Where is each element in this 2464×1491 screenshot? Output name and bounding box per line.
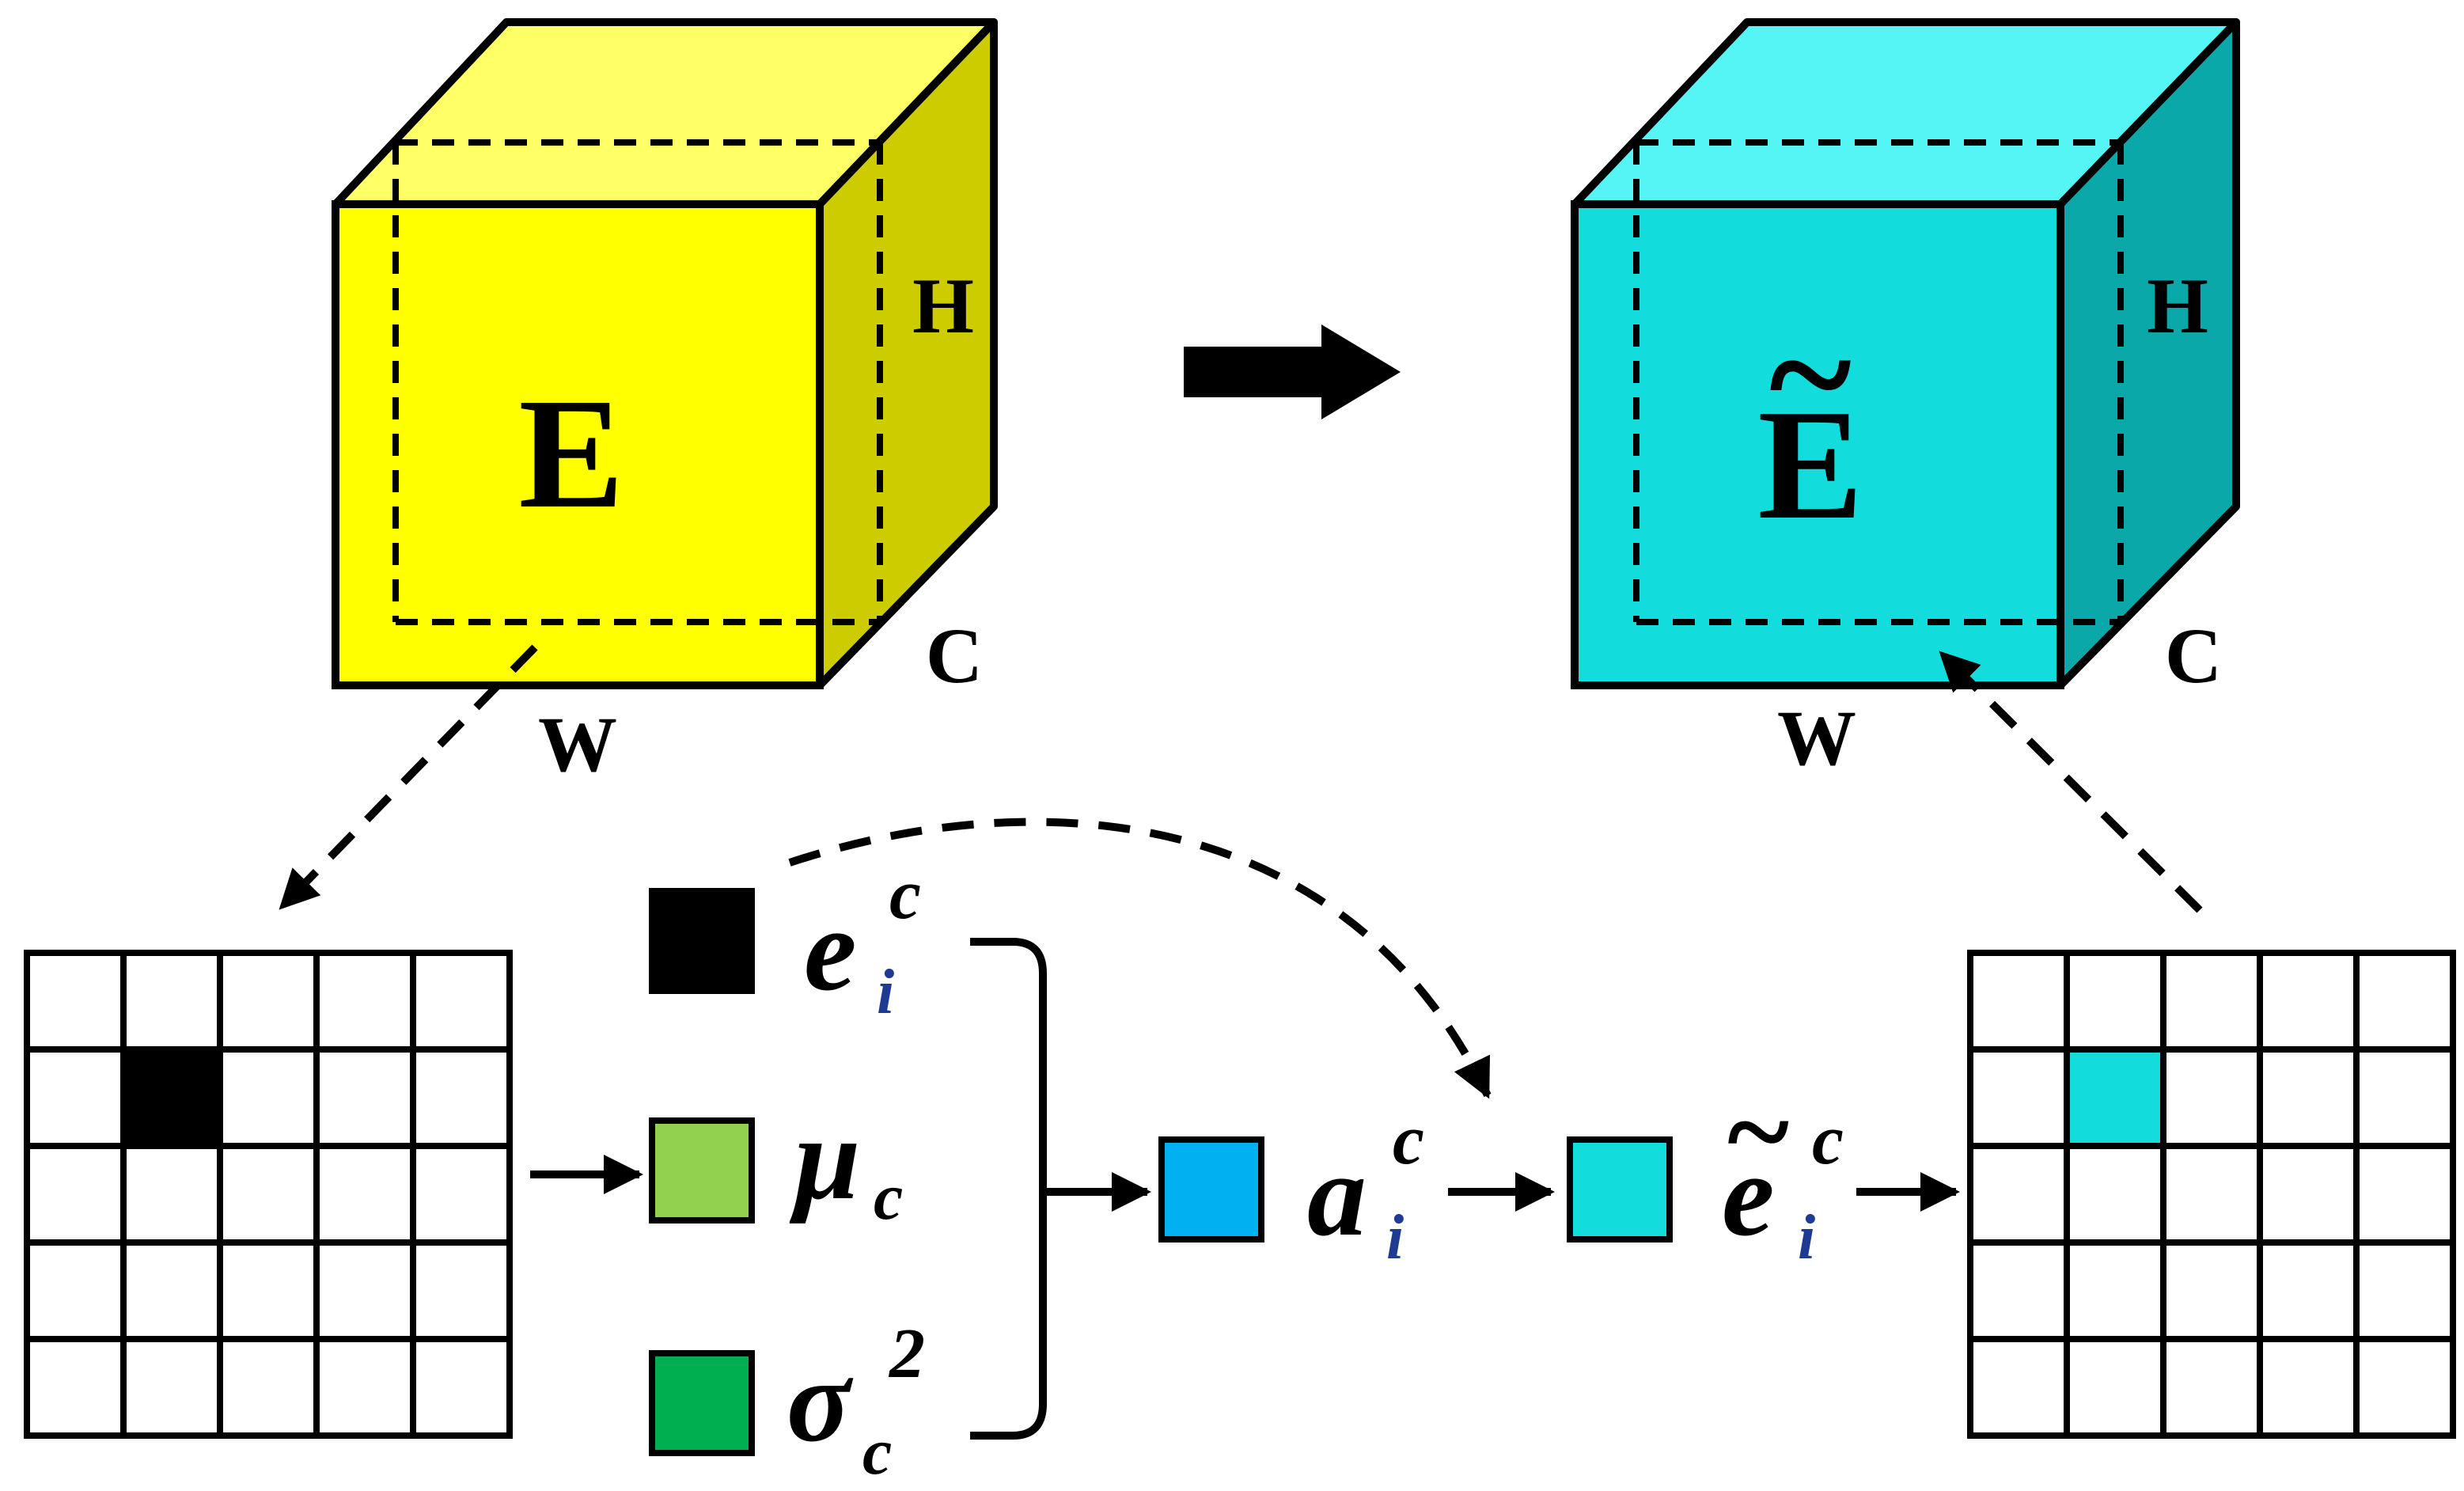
input-grid-cell [410, 1143, 513, 1246]
output-width-label: W [1777, 694, 1856, 782]
output-channel-label: C [2165, 612, 2222, 700]
output-grid-cell [2353, 950, 2456, 1053]
e-tilde-superscript: c [1812, 1101, 1844, 1179]
output-feature-grid [1967, 950, 2456, 1439]
mu-subscript: c [874, 1160, 903, 1234]
input-cube-hidden-edges [392, 139, 883, 625]
input-grid-cell [24, 1046, 127, 1149]
input-grid-cell [313, 1239, 416, 1342]
input-grid-cell [24, 1239, 127, 1342]
symbol-e-tilde-i-c: e ~ c i [1722, 1066, 1844, 1273]
mean-swatch [649, 1117, 755, 1224]
output-grid-cell [2160, 1046, 2263, 1149]
input-grid-cell [410, 1336, 513, 1439]
input-grid-cell [410, 1239, 513, 1342]
e-base: e [804, 884, 857, 1015]
input-grid-cell [217, 1143, 320, 1246]
output-cube-hidden-edges [1633, 139, 2124, 625]
sigma-base: σ [787, 1335, 854, 1466]
a-subscript: i [1386, 1203, 1404, 1273]
output-grid-cell [2353, 1336, 2456, 1439]
input-grid-cell [217, 1336, 320, 1439]
input-grid-cell [120, 1143, 223, 1246]
output-grid-cell [2160, 1143, 2263, 1246]
output-grid-cell [1967, 1239, 2070, 1342]
attention-swatch [1158, 1136, 1264, 1242]
variance-swatch [649, 1350, 755, 1456]
input-grid-cell [24, 1143, 127, 1246]
output-grid-cell [2064, 950, 2166, 1053]
mu-base: μ [789, 1093, 860, 1224]
output-grid-cell [1967, 950, 2070, 1053]
input-grid-cell [217, 1239, 320, 1342]
a-superscript: c [1393, 1101, 1424, 1179]
output-cube-label: E [1757, 377, 1863, 552]
input-grid-cell [410, 1046, 513, 1149]
input-pixel-swatch [649, 888, 755, 994]
right-bracket-icon [970, 938, 1047, 1440]
output-grid-cell [2257, 1143, 2360, 1246]
output-grid-highlight-cell [2064, 1046, 2166, 1149]
output-grid-cell [2160, 1239, 2263, 1342]
sigma-subscript: c [862, 1415, 892, 1489]
output-grid-cell [2257, 1336, 2360, 1439]
input-grid-cell [217, 1046, 320, 1149]
input-grid-cell [217, 950, 320, 1053]
symbol-mu-c: μ c [789, 1093, 903, 1234]
output-grid-cell [2257, 1239, 2360, 1342]
output-grid-cell [2064, 1143, 2166, 1246]
output-cube-tilde-icon: ~ [1769, 287, 1852, 462]
output-grid-cell [1967, 1336, 2070, 1439]
output-grid-cell [1967, 1046, 2070, 1149]
input-grid-cell [120, 1336, 223, 1439]
input-grid-cell [313, 1143, 416, 1246]
dashed-arrow-up-icon [1939, 651, 2203, 913]
output-grid-cell [2064, 1336, 2166, 1439]
input-grid-cell [313, 950, 416, 1053]
output-pixel-swatch [1567, 1136, 1673, 1242]
sigma-superscript: 2 [888, 1315, 925, 1393]
symbol-e-i-c: e c i [804, 856, 921, 1027]
input-grid-cell [410, 950, 513, 1053]
e-subscript: i [877, 958, 894, 1027]
a-base: a [1307, 1129, 1367, 1261]
input-width-label: W [538, 700, 617, 788]
output-grid-cell [2160, 950, 2263, 1053]
input-grid-highlight-cell [120, 1046, 223, 1149]
input-grid-cell [313, 1336, 416, 1439]
input-grid-cell [313, 1046, 416, 1149]
output-grid-cell [2353, 1046, 2456, 1149]
dashed-curve-arrow-icon [788, 818, 1492, 1099]
input-feature-grid [24, 950, 513, 1439]
input-grid-cell [120, 950, 223, 1053]
output-grid-cell [2064, 1239, 2166, 1342]
input-channel-label: C [926, 612, 983, 700]
e-superscript: c [889, 856, 921, 934]
input-cube: E H C W [332, 18, 998, 788]
symbol-sigma-c-2: σ 2 c [787, 1315, 925, 1489]
output-grid-cell [2257, 1046, 2360, 1149]
output-grid-cell [2160, 1336, 2263, 1439]
input-cube-front-face [332, 200, 824, 689]
e-tilde-subscript: i [1798, 1203, 1815, 1273]
input-grid-cell [24, 950, 127, 1053]
output-height-label: H [2147, 262, 2208, 350]
e-tilde-base: e [1722, 1129, 1775, 1261]
output-grid-cell [2353, 1143, 2456, 1246]
e-tilde-accent-icon: ~ [1723, 1066, 1791, 1197]
input-grid-cell [24, 1336, 127, 1439]
output-cube-front-face [1571, 200, 2064, 689]
symbol-a-i-c: a c i [1307, 1101, 1424, 1273]
output-cube: E ~ H C W [1571, 18, 2240, 782]
input-height-label: H [912, 262, 974, 350]
input-cube-label: E [518, 366, 624, 541]
block-arrow-right-icon [1184, 324, 1401, 419]
input-grid-cell [120, 1239, 223, 1342]
dashed-arrow-icon [279, 644, 538, 910]
output-grid-cell [1967, 1143, 2070, 1246]
output-grid-cell [2257, 950, 2360, 1053]
output-grid-cell [2353, 1239, 2456, 1342]
